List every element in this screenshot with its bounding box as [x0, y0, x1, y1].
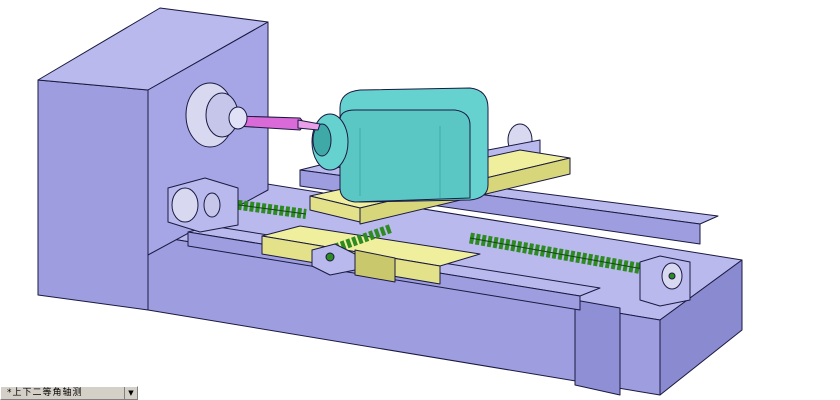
spindle-head-front	[339, 109, 471, 203]
cross-slide-leadscrew[interactable]	[328, 223, 394, 255]
chevron-down-icon[interactable]: ▼	[124, 387, 137, 399]
left-bearing-block	[167, 177, 239, 233]
column-front-face	[37, 79, 149, 311]
right-bearing-block	[639, 255, 691, 307]
headstock-chuck[interactable]	[185, 82, 248, 148]
left-leadscrew[interactable]	[231, 199, 307, 219]
view-orientation-dropdown[interactable]: *上下二等角轴测 ▼	[0, 386, 138, 400]
base-right-face	[659, 259, 743, 396]
base-lower-step	[574, 299, 621, 396]
x-axis-leadscrew[interactable]	[469, 232, 661, 278]
view-orientation-label: *上下二等角轴测	[7, 388, 83, 398]
saddle-screw-support	[311, 243, 356, 276]
spindle-head[interactable]	[311, 87, 489, 203]
